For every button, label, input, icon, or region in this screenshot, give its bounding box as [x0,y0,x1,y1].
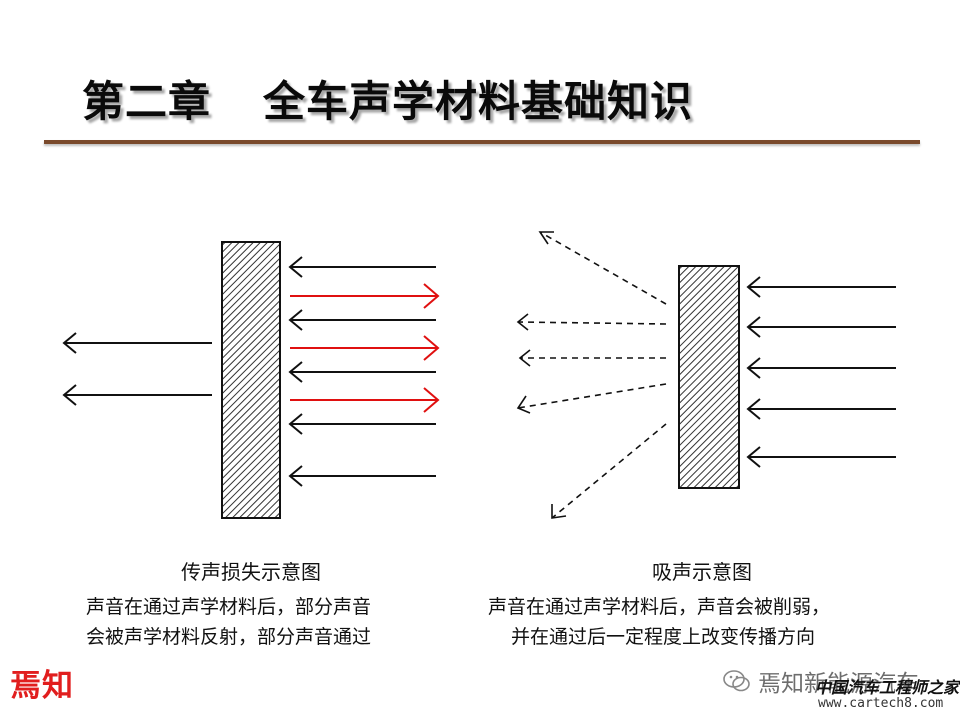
watermark-site-name: 中国汽车工程师之家 [815,678,960,697]
transmitted-arrows [62,332,212,406]
left-desc-line2: 会被声学材料反射，部分声音通过 [86,626,372,648]
reflected-arrows [290,283,440,413]
incident-arrow [288,309,436,331]
title-divider [44,140,920,144]
material-panel-right [678,265,740,489]
reflected-arrow [290,283,440,309]
scattered-arrow [516,383,667,414]
right-diagram-caption: 吸声示意图 [652,560,752,584]
incident-arrow [746,357,896,379]
scattered-arrow [551,423,667,519]
scattered-arrows [516,231,667,519]
incident-arrow [288,256,436,278]
incident-arrow [746,316,896,338]
right-desc-line2: 并在通过后一定程度上改变传播方向 [511,626,816,648]
left-diagram-caption: 传声损失示意图 [181,560,321,584]
left-desc-line1: 声音在通过声学材料后，部分声音 [86,596,372,618]
reflected-arrow [290,387,440,413]
transmitted-arrow [62,384,212,406]
material-panel-left [221,241,281,519]
incident-arrow [746,398,896,420]
slide-title: 第二章 全车声学材料基础知识 [82,68,693,129]
chapter-label: 第二章 [82,77,212,126]
brand-logo: 焉知 [10,668,74,704]
scattered-arrow [518,349,666,367]
right-desc-line1: 声音在通过声学材料后，声音会被削弱， [488,596,831,618]
incident-arrow [288,361,436,383]
title-text: 全车声学材料基础知识 [263,77,694,126]
incident-arrow [288,413,436,435]
watermark-url: www.cartech8.com [818,696,944,711]
transmitted-arrow [62,332,212,354]
transmission-loss-diagram [62,241,440,519]
reflected-arrow [290,335,440,361]
wechat-icon [723,670,750,692]
scattered-arrow [538,231,667,305]
absorption-diagram [516,231,896,519]
incident-arrows-right [746,276,896,468]
watermark-account: 焉知新能源汽车 [758,671,919,697]
incident-arrow [746,446,896,468]
left-diagram-description: 声音在通过声学材料后，部分声音 会被声学材料反射，部分声音通过 [86,592,371,652]
right-diagram-description: 声音在通过声学材料后，声音会被削弱， 并在通过后一定程度上改变传播方向 [488,592,830,652]
incident-arrows [288,256,436,487]
scattered-arrow [516,313,667,331]
incident-arrow [288,465,436,487]
incident-arrow [746,276,896,298]
